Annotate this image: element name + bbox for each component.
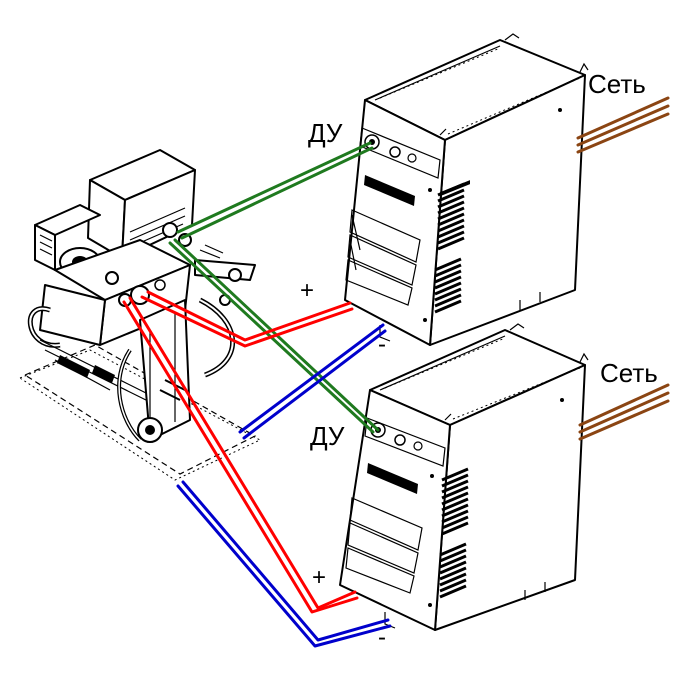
remote-label-top: ДУ	[308, 118, 343, 148]
power-source-top	[344, 33, 589, 346]
minus-label-bottom: -	[378, 624, 386, 651]
positive-cable-top	[140, 290, 354, 348]
mains-cable-top	[576, 96, 670, 154]
mains-label-top: Сеть	[588, 69, 646, 99]
plus-label-top: +	[300, 277, 314, 304]
mains-label-bottom: Сеть	[600, 358, 658, 388]
control-cable-top	[176, 141, 374, 240]
negative-cable-top	[238, 323, 387, 440]
negative-cable-bottom	[176, 480, 392, 648]
mains-cable-bottom	[578, 383, 670, 441]
power-source-bottom	[339, 323, 589, 631]
plus-label-bottom: +	[312, 564, 326, 591]
minus-label-top: -	[378, 331, 386, 358]
positive-cable-bottom	[122, 296, 359, 614]
remote-label-bottom: ДУ	[310, 421, 345, 451]
